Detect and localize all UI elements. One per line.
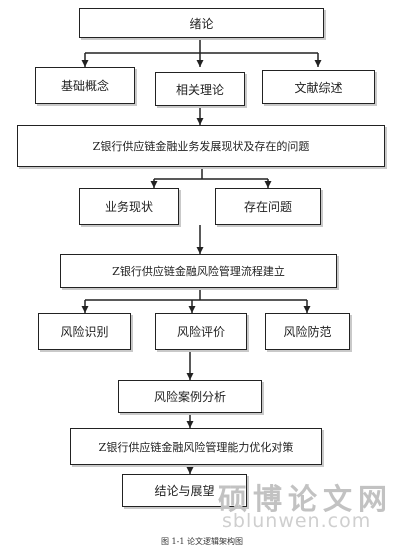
box-status-and-problems: Z银行供应链金融业务发展现状及存在的问题 (17, 125, 385, 167)
box-optimization-measures: Z银行供应链金融风险管理能力优化对策 (70, 428, 322, 465)
box-basic-concepts: 基础概念 (35, 67, 135, 104)
box-risk-case-analysis: 风险案例分析 (118, 380, 262, 413)
figure-caption: 图 1-1 论文逻辑架构图 (161, 537, 243, 546)
box-risk-process: Z银行供应链金融风险管理流程建立 (60, 254, 337, 288)
box-risk-evaluation: 风险评价 (155, 313, 247, 350)
watermark-site-name: 硕博论文网 (218, 482, 394, 516)
box-risk-prevention: 风险防范 (265, 313, 350, 350)
box-intro: 绪论 (79, 8, 324, 38)
box-conclusion-outlook: 结论与展望 (122, 474, 247, 507)
box-related-theory: 相关理论 (155, 72, 245, 106)
box-business-status: 业务现状 (79, 188, 179, 225)
box-risk-identification: 风险识别 (38, 313, 131, 350)
watermark-url: sblunwen.com (222, 510, 372, 532)
box-existing-problems: 存在问题 (215, 188, 321, 225)
box-literature-review: 文献综述 (262, 70, 375, 104)
